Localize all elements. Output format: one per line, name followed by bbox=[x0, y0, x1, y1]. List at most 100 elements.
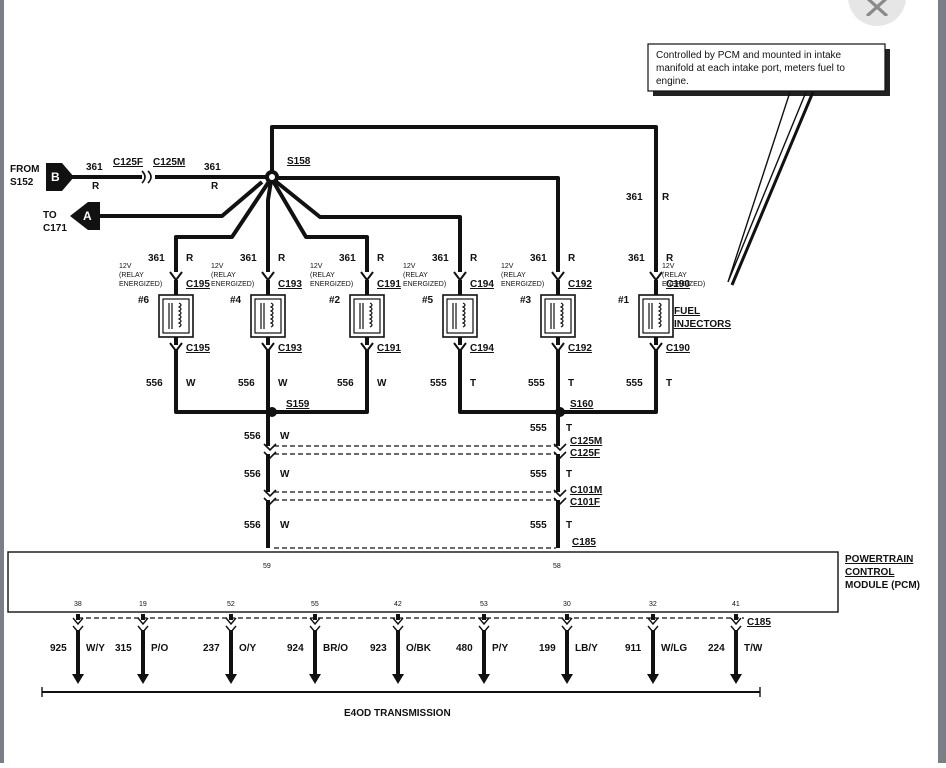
relay-note-line: (RELAY bbox=[403, 272, 428, 279]
relay-note-line: ENERGIZED) bbox=[403, 281, 446, 288]
wire-color-label: R bbox=[568, 253, 576, 264]
callout-line-3: engine. bbox=[656, 76, 689, 87]
wire-color-label: P/O bbox=[151, 643, 168, 654]
wire-arrow bbox=[137, 674, 149, 684]
to-label: TO bbox=[43, 210, 57, 221]
pcm-pin-58: 58 bbox=[553, 563, 561, 570]
to-conn-letter: A bbox=[83, 209, 92, 223]
wire-label: 556 bbox=[238, 378, 255, 389]
relay-note-line: 12V bbox=[119, 263, 132, 270]
conn-c125f-label: C125F bbox=[113, 157, 143, 168]
conn-c185-label: C185 bbox=[572, 537, 596, 548]
upper-conn-label: C193 bbox=[278, 279, 302, 290]
wire-label: 923 bbox=[370, 643, 387, 654]
wire-label: 555 bbox=[430, 378, 447, 389]
injector-number: #6 bbox=[138, 295, 150, 306]
relay-note-line: ENERGIZED) bbox=[662, 281, 705, 288]
wire-color-label: W bbox=[280, 520, 290, 531]
relay-note-line: (RELAY bbox=[310, 272, 335, 279]
injector-number: #3 bbox=[520, 295, 532, 306]
wire-arrow bbox=[561, 674, 573, 684]
wire-color-label: W/Y bbox=[86, 643, 105, 654]
lower-conn-label: C192 bbox=[568, 343, 592, 354]
relay-note-line: 12V bbox=[501, 263, 514, 270]
wire-label: 315 bbox=[115, 643, 132, 654]
trans-pin-label: 32 bbox=[649, 601, 657, 608]
relay-note-line: ENERGIZED) bbox=[119, 281, 162, 288]
relay-note-line: 12V bbox=[211, 263, 224, 270]
injector-number: #2 bbox=[329, 295, 341, 306]
wire-color-label: T bbox=[666, 378, 672, 389]
wire-label: 555 bbox=[528, 378, 545, 389]
wire-color-label: T/W bbox=[744, 643, 763, 654]
trans-pin-label: 38 bbox=[74, 601, 82, 608]
injector-title-line-1: FUEL bbox=[674, 306, 700, 317]
wire-color-label: BR/O bbox=[323, 643, 348, 654]
feed-wiring bbox=[72, 125, 658, 272]
wire-color-label: R bbox=[470, 253, 478, 264]
close-icon bbox=[865, 0, 889, 16]
wire-color-label: T bbox=[566, 469, 572, 480]
wire-color-label: W bbox=[278, 378, 288, 389]
relay-note-line: ENERGIZED) bbox=[310, 281, 353, 288]
from-label: FROM bbox=[10, 164, 39, 175]
injector-title-line-2: INJECTORS bbox=[674, 319, 731, 330]
wire-label: 237 bbox=[203, 643, 220, 654]
relay-note-line: 12V bbox=[403, 263, 416, 270]
trans-conn-c185-label: C185 bbox=[747, 617, 771, 628]
relay-note-line: (RELAY bbox=[211, 272, 236, 279]
lower-conn-label: C193 bbox=[278, 343, 302, 354]
wire-color-label: R bbox=[92, 181, 100, 192]
wire-arrow bbox=[647, 674, 659, 684]
conn-c125m-label: C125M bbox=[153, 157, 185, 168]
wire-label: 556 bbox=[146, 378, 163, 389]
return-labels: S159 S160 556 W 556 W 556 W 555 T 555 T … bbox=[244, 399, 602, 548]
splice-s159-label: S159 bbox=[286, 399, 310, 410]
return-wiring bbox=[174, 350, 658, 549]
upper-conn-label: C190 bbox=[666, 279, 690, 290]
pcm-pin-59: 59 bbox=[263, 563, 271, 570]
wire-label: 555 bbox=[626, 378, 643, 389]
trans-pin-label: 42 bbox=[394, 601, 402, 608]
pcm-title-line-3: MODULE (PCM) bbox=[845, 580, 920, 591]
relay-note-line: ENERGIZED) bbox=[211, 281, 254, 288]
wire-color-label: O/Y bbox=[239, 643, 257, 654]
from-connector: FROM S152 B bbox=[10, 163, 74, 191]
relay-note-line: (RELAY bbox=[501, 272, 526, 279]
injector-number: #1 bbox=[618, 295, 630, 306]
lower-conn-label: C190 bbox=[666, 343, 690, 354]
upper-conn-label: C192 bbox=[568, 279, 592, 290]
wire-label: 361 bbox=[240, 253, 257, 264]
wire-label: 556 bbox=[244, 431, 261, 442]
pcm-title-line-2: CONTROL bbox=[845, 567, 894, 578]
wire-color-label: R bbox=[278, 253, 286, 264]
conn-c125m-label: C125M bbox=[570, 436, 602, 447]
splice-s160-label: S160 bbox=[570, 399, 594, 410]
wire-arrow bbox=[309, 674, 321, 684]
wire-label: 924 bbox=[287, 643, 304, 654]
relay-note-line: ENERGIZED) bbox=[501, 281, 544, 288]
to-connector: TO C171 A bbox=[43, 202, 100, 234]
wire-arrow bbox=[478, 674, 490, 684]
wire-label: 361 bbox=[339, 253, 356, 264]
wire-label: 556 bbox=[337, 378, 354, 389]
wire-label: 361 bbox=[432, 253, 449, 264]
relay-note-line: (RELAY bbox=[662, 272, 687, 279]
wire-color-label: T bbox=[470, 378, 476, 389]
splice-s158-label: S158 bbox=[287, 156, 311, 167]
upper-conn-label: C195 bbox=[186, 279, 210, 290]
conn-c125f-label: C125F bbox=[570, 448, 600, 459]
wire-label: 556 bbox=[244, 520, 261, 531]
wire-color-label: P/Y bbox=[492, 643, 508, 654]
wire-arrow bbox=[392, 674, 404, 684]
